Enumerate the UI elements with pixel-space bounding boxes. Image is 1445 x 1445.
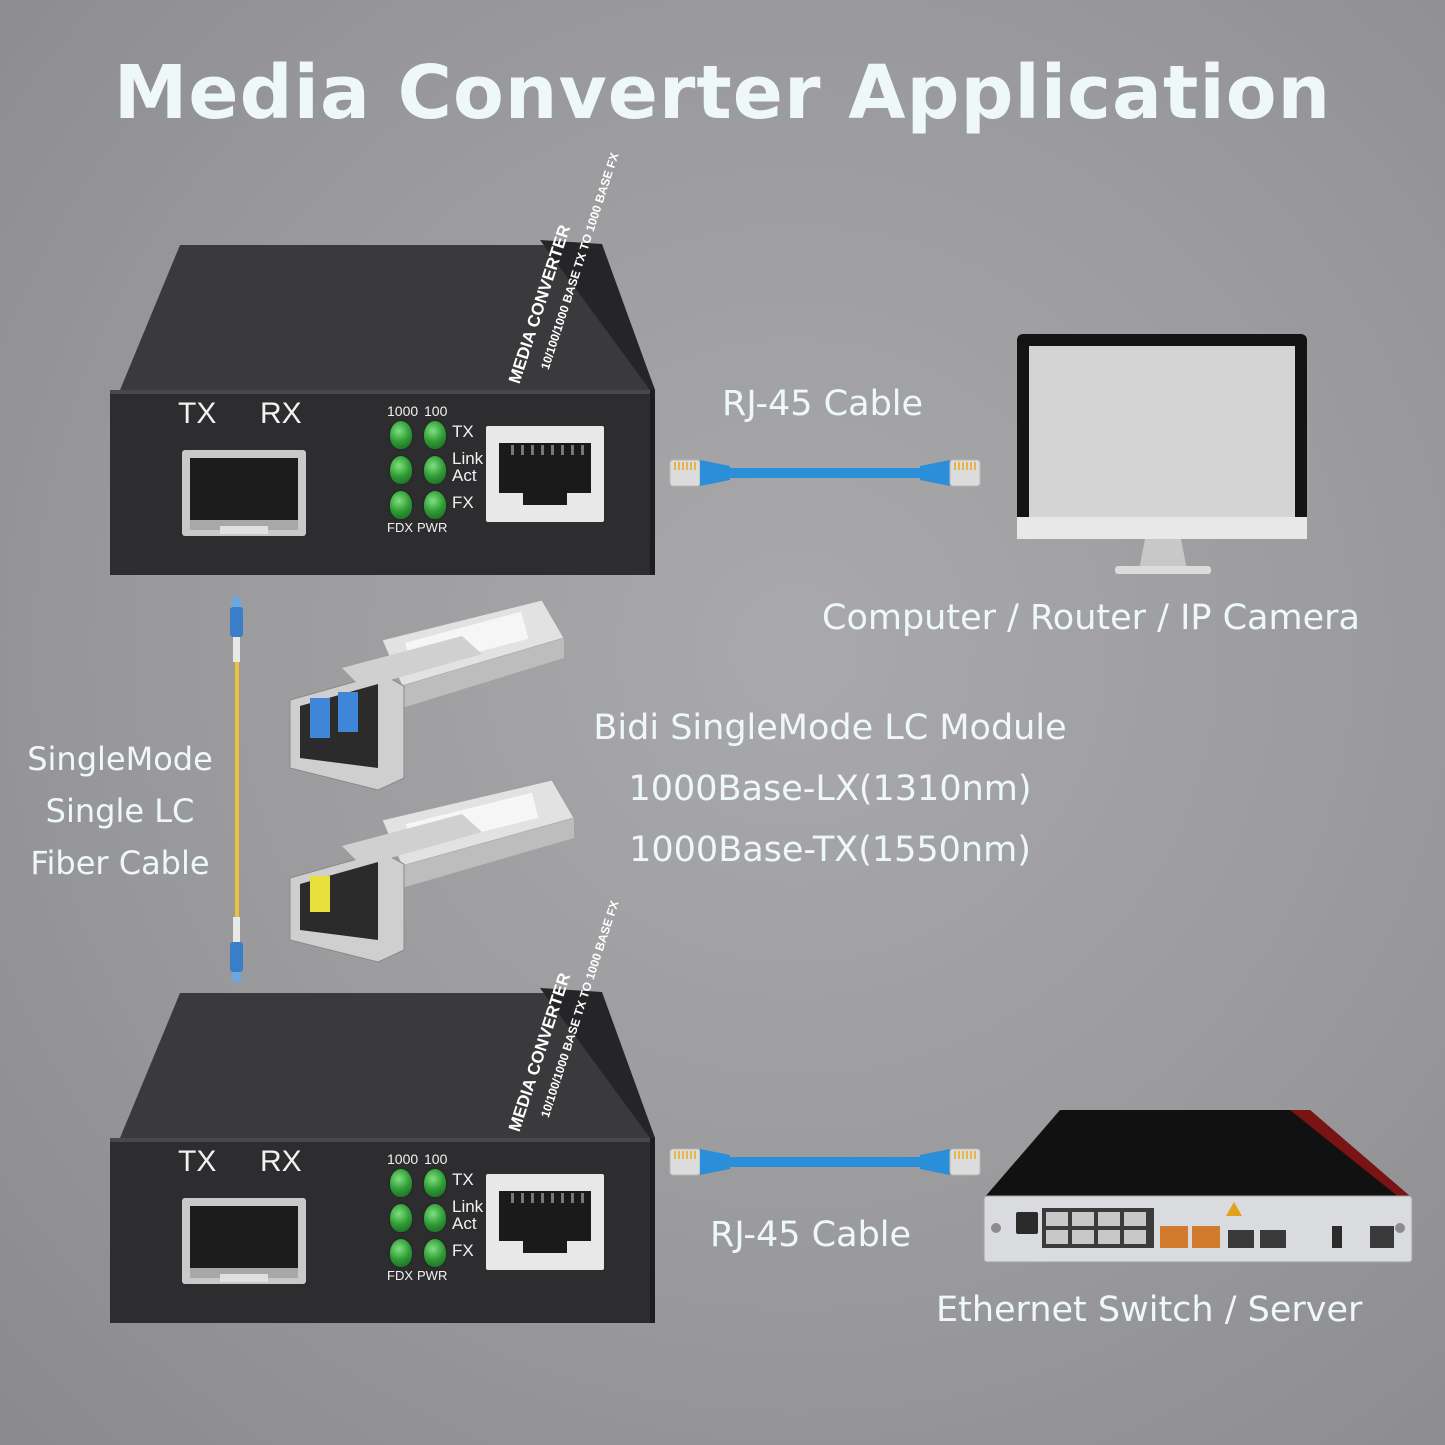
rj45-cable-label-bottom: RJ-45 Cable — [710, 1215, 912, 1255]
sfp-port — [182, 1198, 306, 1284]
led-link-1 — [390, 456, 412, 484]
rj45-port — [486, 426, 604, 522]
led-link-2 — [424, 456, 446, 484]
led-label-tx: TX — [452, 422, 474, 441]
led-label-fx: FX — [452, 1241, 474, 1260]
led-label-100: 100 — [424, 403, 448, 419]
rj45-cable-bottom — [669, 1148, 981, 1176]
sfp-module-blue — [289, 599, 565, 791]
tx-label: TX — [178, 1145, 217, 1178]
led-1000-tx — [390, 421, 412, 449]
rj45-cable-top — [669, 459, 981, 487]
led-pwr — [424, 1239, 446, 1267]
led-fdx — [390, 491, 412, 519]
led-100-tx — [424, 421, 446, 449]
fiber-cable — [230, 597, 243, 982]
fiber-label-line1: SingleMode — [27, 740, 213, 778]
led-100-tx — [424, 1169, 446, 1197]
device-label-top: Computer / Router / IP Camera — [822, 598, 1360, 638]
led-label-pwr: PWR — [417, 520, 448, 535]
led-1000-tx — [390, 1169, 412, 1197]
module-label-line1: Bidi SingleMode LC Module — [593, 708, 1067, 748]
led-pwr — [424, 491, 446, 519]
fiber-label-line2: Single LC — [45, 792, 195, 830]
led-label-link: Link — [452, 449, 484, 468]
led-label-act: Act — [452, 466, 477, 485]
led-label-fdx: FDX — [387, 520, 413, 535]
rx-label: RX — [260, 397, 302, 430]
computer-monitor-icon — [1017, 334, 1307, 574]
led-label-fx: FX — [452, 493, 474, 512]
sfp-port — [182, 450, 306, 536]
led-label-1000: 1000 — [387, 403, 419, 419]
led-label-link: Link — [452, 1197, 484, 1216]
led-link-1 — [390, 1204, 412, 1232]
fiber-label-line3: Fiber Cable — [30, 844, 210, 882]
led-label-tx: TX — [452, 1170, 474, 1189]
page-title: Media Converter Application — [113, 50, 1332, 136]
led-label-fdx: FDX — [387, 1268, 413, 1283]
led-label-act: Act — [452, 1214, 477, 1233]
media-converter-bottom: MEDIA CONVERTER 10/100/1000 BASE TX TO 1… — [110, 899, 670, 1328]
ethernet-switch-icon — [983, 1110, 1413, 1263]
media-converter-top: MEDIA CONVERTER 10/100/1000 BASE TX TO 1… — [110, 151, 670, 580]
tx-label: TX — [178, 397, 217, 430]
device-label-bottom: Ethernet Switch / Server — [936, 1290, 1363, 1330]
sfp-module-yellow — [289, 779, 575, 963]
module-label-line2: 1000Base-LX(1310nm) — [628, 769, 1032, 809]
led-link-2 — [424, 1204, 446, 1232]
led-fdx — [390, 1239, 412, 1267]
rx-label: RX — [260, 1145, 302, 1178]
led-label-1000: 1000 — [387, 1151, 419, 1167]
rj45-port — [486, 1174, 604, 1270]
led-label-pwr: PWR — [417, 1268, 448, 1283]
rj45-cable-label-top: RJ-45 Cable — [722, 384, 924, 424]
module-label-line3: 1000Base-TX(1550nm) — [629, 830, 1031, 870]
led-label-100: 100 — [424, 1151, 448, 1167]
